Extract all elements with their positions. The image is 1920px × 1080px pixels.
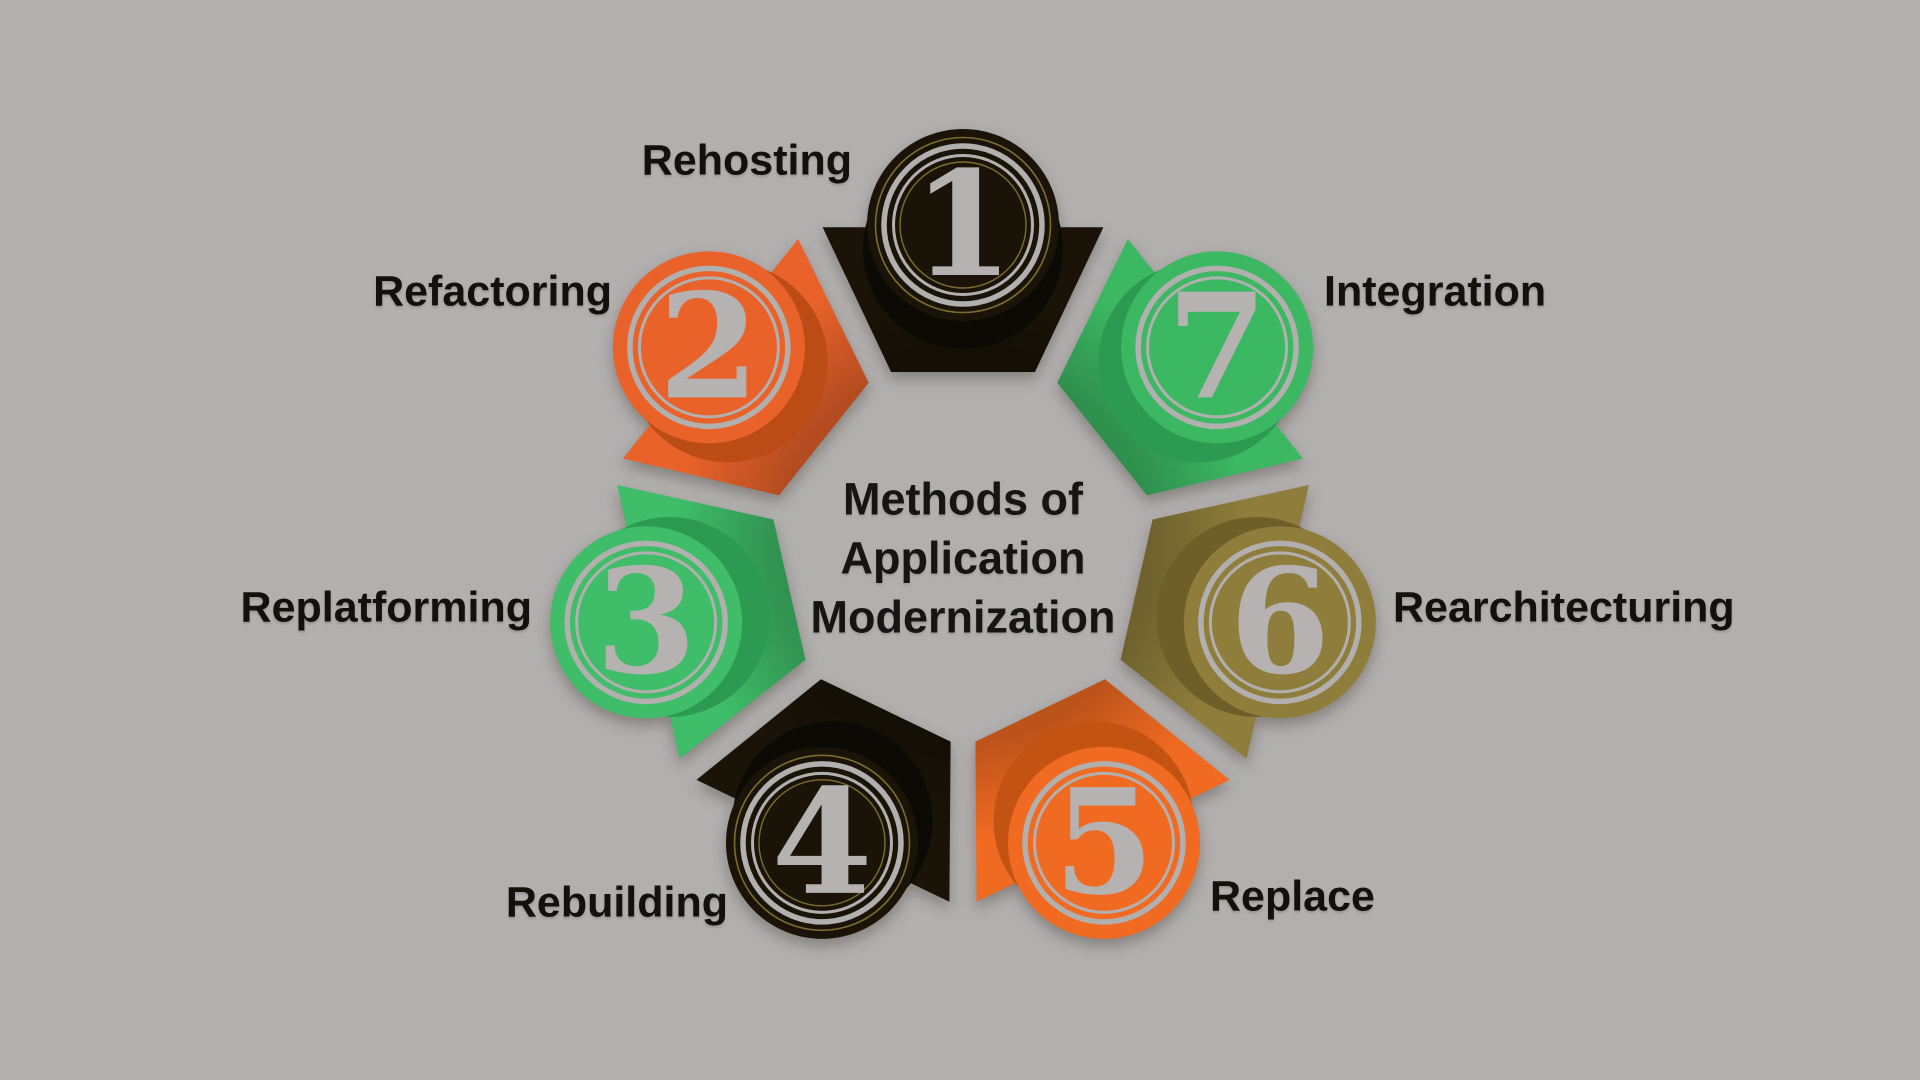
badge-ring-inner: [1033, 771, 1176, 914]
badge-number: 3: [596, 537, 697, 707]
badge-disc: [550, 526, 743, 719]
badge-ring-outer: [1198, 540, 1362, 705]
badge-number: 7: [1167, 262, 1268, 432]
diagram-title-line-1: Methods of: [843, 473, 1083, 525]
badge-ring-inner: [1208, 551, 1351, 694]
segment-rearchitecturing: 6: [1120, 485, 1376, 759]
badge-ring-outer: [564, 540, 728, 705]
badge-disc: [612, 251, 805, 444]
badge-disc: [867, 129, 1059, 321]
badge-gold-ring-inner: [758, 779, 886, 907]
badge-number: 5: [1054, 758, 1155, 928]
badge-ring-inner: [892, 154, 1034, 296]
badge-ring-outer: [881, 143, 1045, 307]
badge-ring-inner: [1146, 276, 1289, 419]
segment-refactoring: 2: [612, 239, 869, 496]
badge-number: 6: [1229, 537, 1330, 707]
segment-integration: 7: [1057, 239, 1314, 496]
segment-rebuilding: 4: [696, 679, 951, 939]
badge-disc: [1008, 746, 1201, 939]
segment-label-replace: Replace: [1210, 872, 1375, 921]
badge-ring-outer: [627, 265, 791, 430]
badge-disc: [725, 746, 918, 939]
badge-ring-outer: [740, 761, 904, 925]
badge-number: 2: [658, 262, 759, 432]
badge-disc: [1183, 526, 1376, 719]
badge-number: 1: [913, 140, 1014, 310]
badge-ring-outer: [1135, 265, 1299, 430]
segment-label-rebuilding: Rebuilding: [505, 878, 728, 927]
segment-label-replatforming: Replatforming: [240, 583, 532, 632]
segment-label-integration: Integration: [1324, 267, 1547, 316]
badge-ring-outer: [1022, 761, 1186, 925]
badge-number: 4: [772, 758, 873, 928]
segment-replace: 5: [975, 679, 1230, 939]
badge-ring-inner: [575, 551, 718, 694]
segment-label-rearchitecturing: Rearchitecturing: [1393, 583, 1735, 632]
diagram-title: Methods of Application Modernization: [811, 470, 1116, 647]
segment-replatforming: 3: [550, 485, 806, 759]
segments-root: 12 34 56 7: [550, 129, 1376, 939]
badge-gold-ring-inner: [899, 161, 1027, 289]
badge-disc: [1121, 251, 1314, 444]
badge-gold-ring-outer: [874, 136, 1052, 314]
diagram-title-line-2: Application: [840, 532, 1086, 584]
badge-gold-ring-outer: [733, 754, 911, 932]
badge-ring-inner: [637, 276, 780, 419]
diagram-title-line-3: Modernization: [810, 591, 1116, 643]
badge-ring-inner: [750, 771, 893, 914]
segment-label-rehosting: Rehosting: [641, 136, 852, 185]
segment-label-refactoring: Refactoring: [373, 267, 612, 316]
segment-rehosting: 1: [822, 129, 1104, 372]
